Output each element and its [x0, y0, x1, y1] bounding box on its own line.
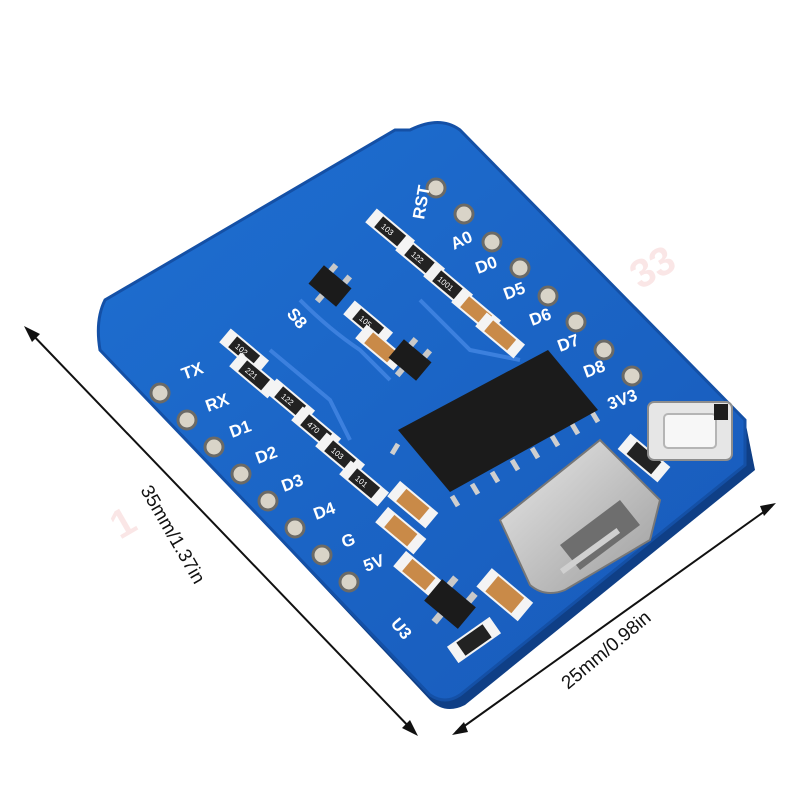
dimension-width-label: 25mm/0.98in — [558, 607, 656, 694]
dimension-width-arrow — [452, 503, 776, 735]
watermark-right: 33 — [623, 237, 684, 297]
transistor-middle — [388, 336, 433, 381]
dimension-length-label: 35mm/1.37in — [136, 482, 209, 588]
pin-header-right — [425, 177, 643, 387]
micro-usb-port — [498, 438, 662, 595]
pcb-trace — [418, 298, 521, 362]
usb-serial-chip — [389, 350, 601, 508]
regulator-u3 — [424, 575, 478, 629]
transistor-top — [308, 262, 353, 307]
pcb-trace — [298, 298, 392, 382]
dimension-length-arrow — [24, 326, 418, 736]
watermark-left: 1 — [103, 499, 144, 548]
pcb-trace — [268, 348, 352, 441]
reset-button — [647, 401, 733, 461]
pin-header-left — [149, 382, 360, 593]
smd-components: 103 122 1001 105 — [219, 208, 671, 664]
pin-label-g: G — [339, 529, 358, 551]
